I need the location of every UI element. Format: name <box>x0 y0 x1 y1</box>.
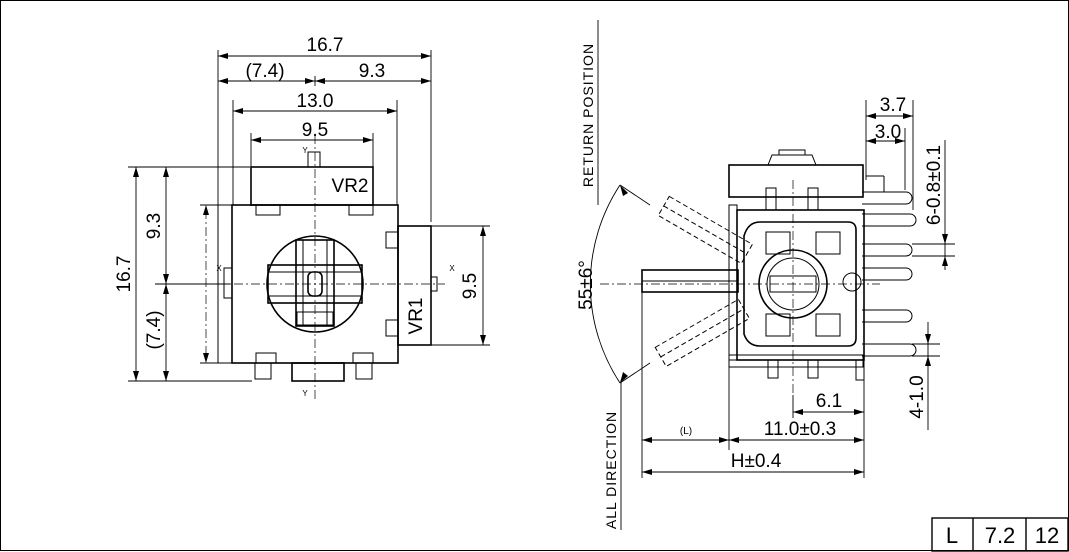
dim-pin-span: 3.7 <box>880 95 906 116</box>
pivot-knob <box>266 235 364 333</box>
vr1-label: VR1 <box>406 298 427 335</box>
angle-arc <box>589 184 621 384</box>
front-view: 16.7 (7.4) 9.3 13.0 9.5 16.7 9.3 (7.4) 9… <box>114 35 490 400</box>
side-view: 3.7 3.0 6-0.8±0.1 4-1.0 55±6° 6.1 (L) 11… <box>576 20 955 530</box>
dim-pin-spec: 6-0.8±0.1 <box>924 145 945 225</box>
axis-x-right-label: X <box>449 264 455 273</box>
side-body <box>736 209 865 361</box>
all-direction-label: ALL DIRECTION <box>603 411 619 529</box>
title-block-cell-1: L <box>946 523 958 548</box>
title-block-cell-2: 7.2 <box>985 523 1016 548</box>
dim-left-offset: (7.4) <box>245 61 284 82</box>
title-block: L 7.2 12 <box>931 517 1069 552</box>
title-block-cell-3: 12 <box>1035 523 1059 548</box>
side-top-bracket <box>728 164 864 198</box>
dim-overall-height: 16.7 <box>114 256 135 293</box>
dim-offset: 6.1 <box>816 391 842 412</box>
dim-body-width: 13.0 <box>297 91 334 112</box>
dim-body-length: 11.0±0.3 <box>764 419 836 440</box>
dim-vr1-height: 9.5 <box>460 273 481 299</box>
dim-vr2-width: 9.5 <box>302 120 328 141</box>
axis-x-left-label: X <box>216 264 222 273</box>
axis-y-bottom-label: Y <box>302 389 308 398</box>
dim-angle: 55±6° <box>576 260 597 310</box>
return-position-label: RETURN POSITION <box>580 43 596 187</box>
dim-overall-width: 16.7 <box>307 35 344 56</box>
dim-pin-height: 4-1.0 <box>907 375 928 418</box>
pins <box>862 175 917 357</box>
vr2-label: VR2 <box>332 176 369 197</box>
axis-y-top-label: Y <box>302 146 308 155</box>
dim-length-l: (L) <box>680 426 692 437</box>
dim-upper-height: 9.3 <box>144 213 165 239</box>
dim-right-offset: 9.3 <box>359 61 385 82</box>
dim-lower-height: (7.4) <box>144 310 165 349</box>
dim-pin-pitch: 3.0 <box>875 122 901 143</box>
dim-total-h: H±0.4 <box>731 451 782 472</box>
